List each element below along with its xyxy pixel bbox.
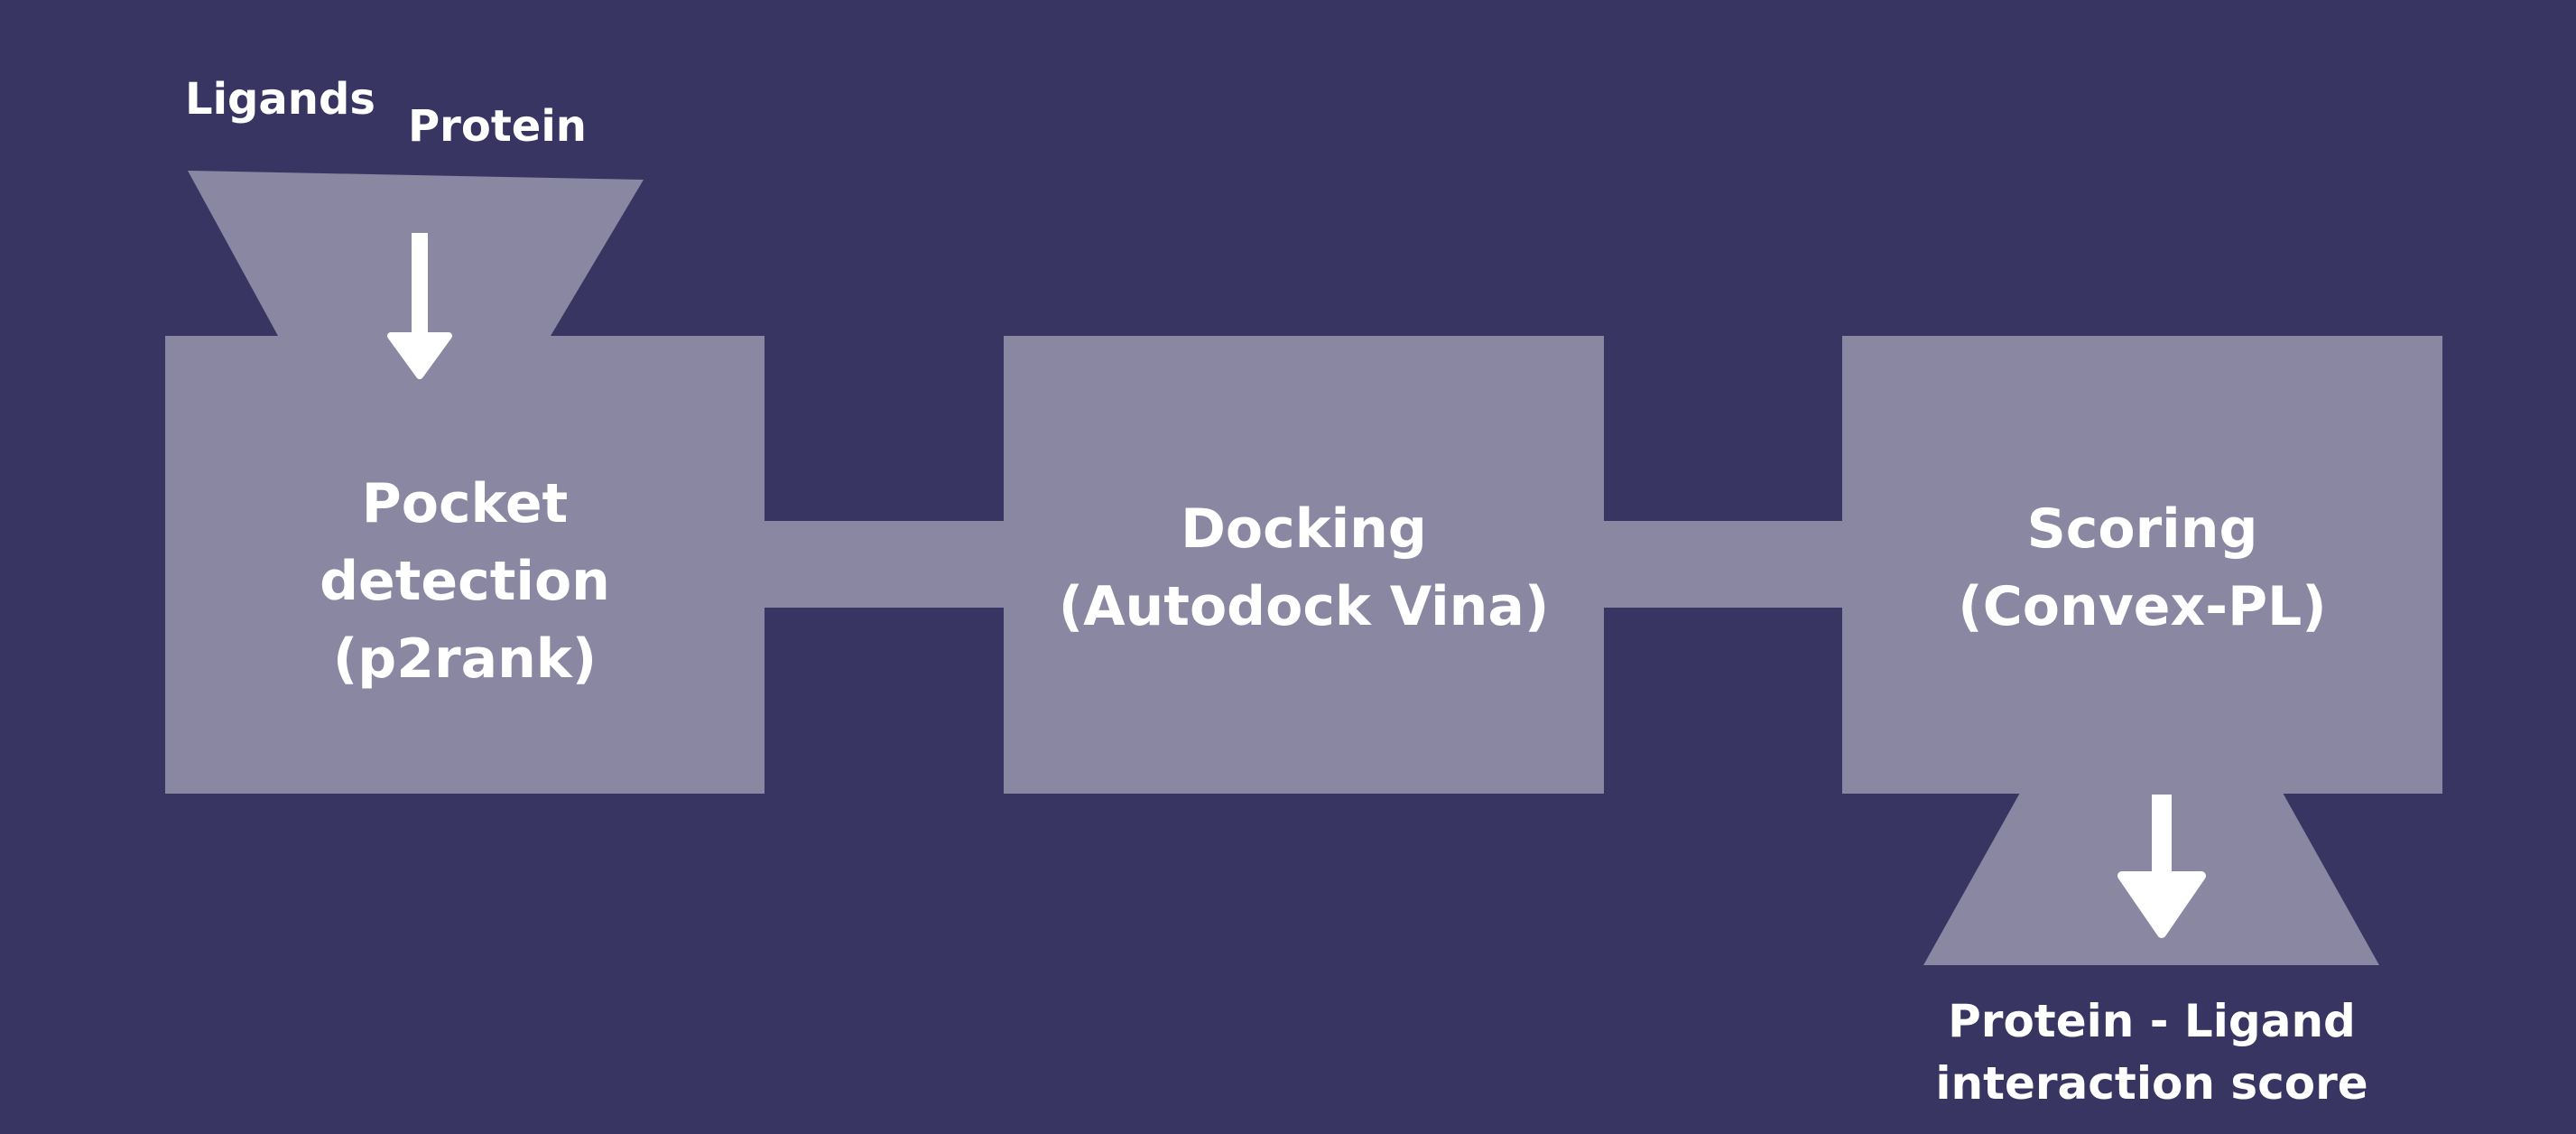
stage-1-line-1: Pocket — [361, 472, 569, 535]
stage-2-line-2: (Autodock Vina) — [1058, 575, 1550, 638]
stage-label-scoring: Scoring (Convex-PL) — [1842, 490, 2442, 646]
stage-label-pocket-detection: Pocket detection (p2rank) — [165, 465, 764, 698]
output-label: Protein - Ligand interaction score — [1924, 990, 2379, 1115]
connector-1-2 — [764, 521, 1005, 608]
stage-label-docking: Docking (Autodock Vina) — [1004, 490, 1604, 646]
ligands-label: Ligands — [185, 74, 375, 125]
arrow-down-icon — [2117, 795, 2206, 938]
stage-1-line-2: detection — [320, 550, 610, 613]
stage-1-line-3: (p2rank) — [332, 627, 598, 691]
arrow-down-icon — [387, 233, 452, 379]
output-line-2: interaction score — [1935, 1057, 2368, 1110]
stage-2-line-1: Docking — [1181, 497, 1427, 561]
protein-label: Protein — [408, 101, 587, 152]
stage-3-line-1: Scoring — [2026, 497, 2258, 561]
stage-box-pocket-detection — [165, 336, 764, 794]
output-line-1: Protein - Ligand — [1948, 995, 2356, 1047]
stage-3-line-2: (Convex-PL) — [1958, 575, 2327, 638]
stage-box-scoring — [1842, 336, 2442, 794]
stage-box-docking — [1004, 336, 1604, 794]
connector-2-3 — [1603, 521, 1843, 608]
